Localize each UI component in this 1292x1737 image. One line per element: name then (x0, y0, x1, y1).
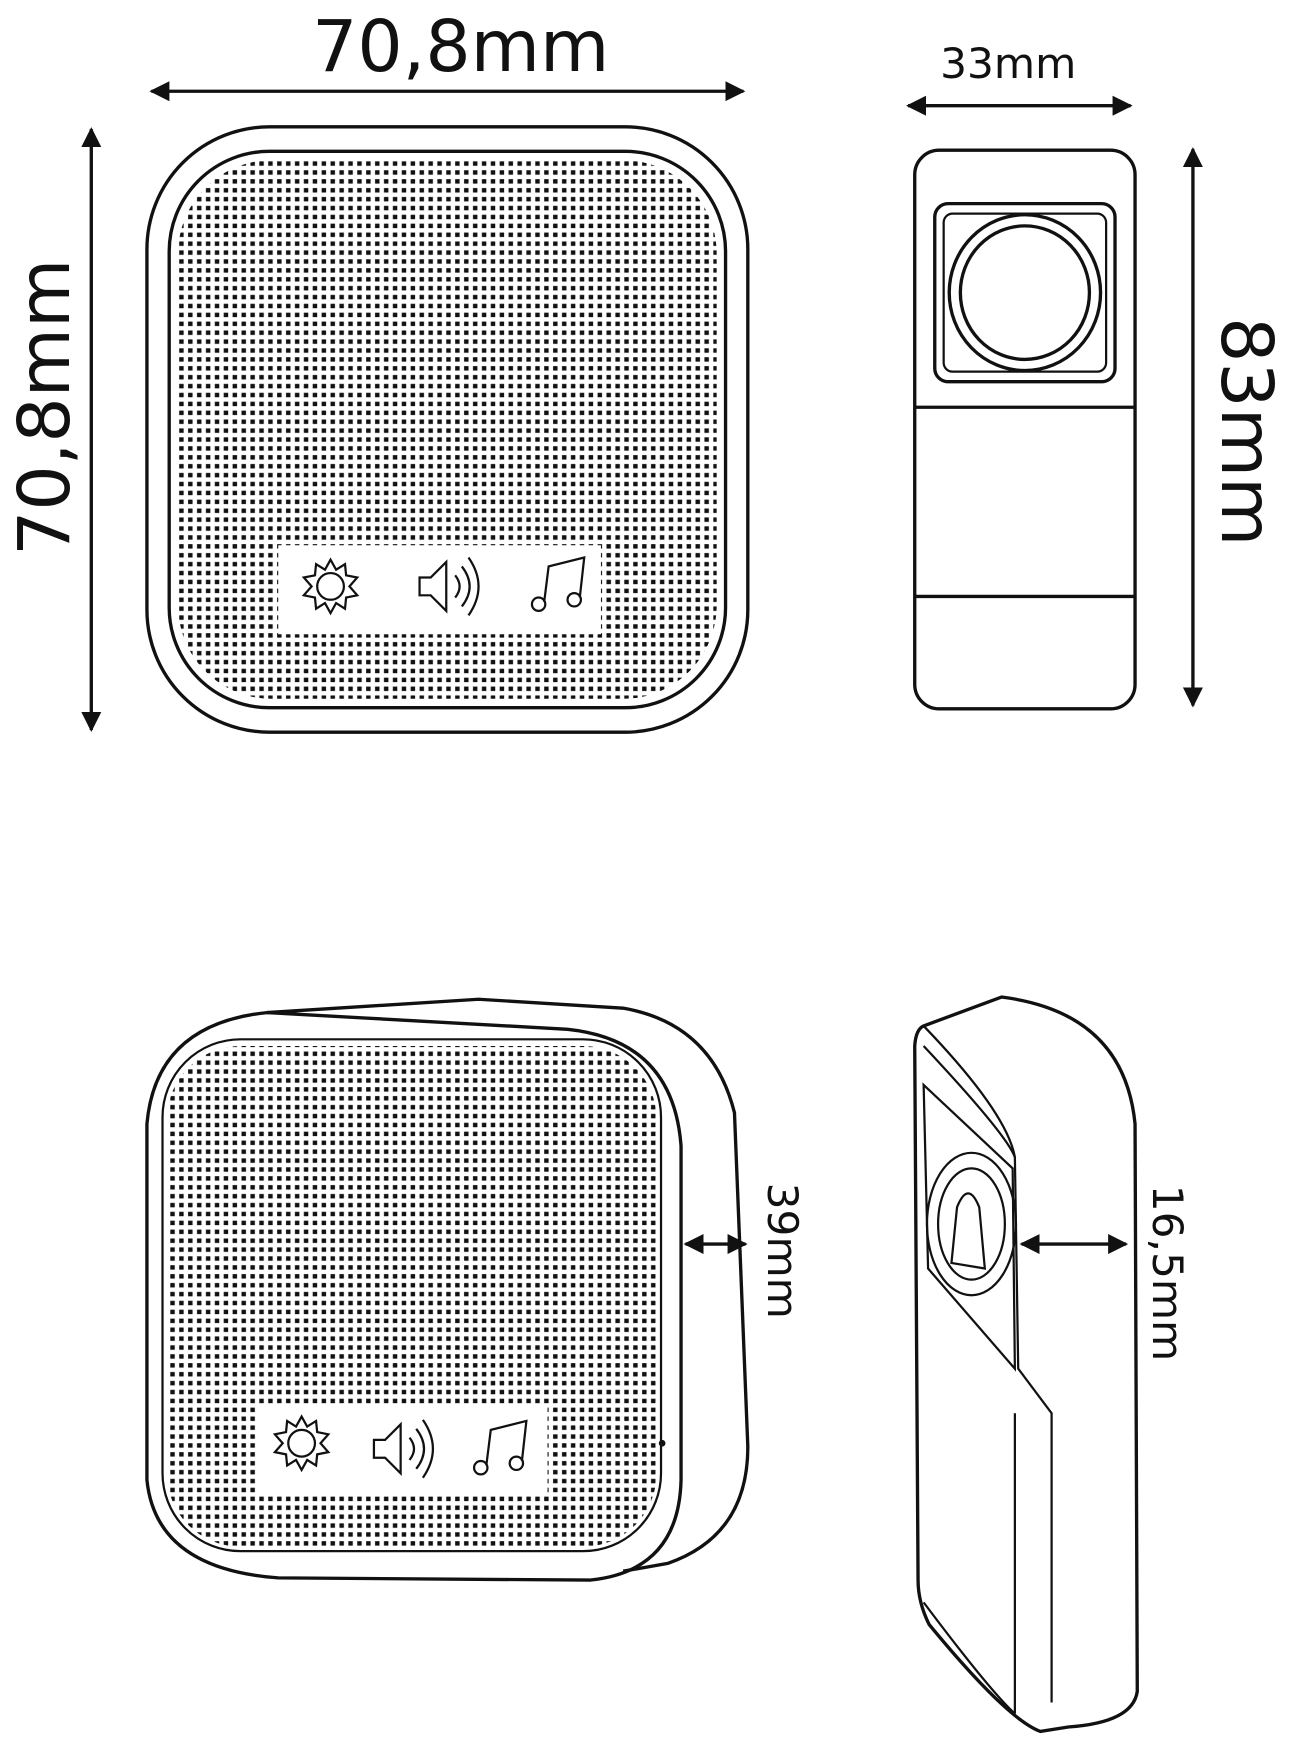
button-depth-label: 16,5mm (1143, 1185, 1192, 1361)
chime-width-label: 70,8mm (312, 5, 609, 88)
button-height-label: 83mm (1205, 317, 1288, 546)
button-perspective-view (913, 995, 1139, 1734)
button-width-label: 33mm (940, 39, 1076, 88)
chime-front-view (145, 125, 750, 734)
chime-height-label: 70,8mm (3, 259, 86, 556)
chime-depth-label: 39mm (758, 1183, 807, 1319)
button-front-view (913, 148, 1137, 711)
chime-perspective-view (145, 997, 750, 1582)
